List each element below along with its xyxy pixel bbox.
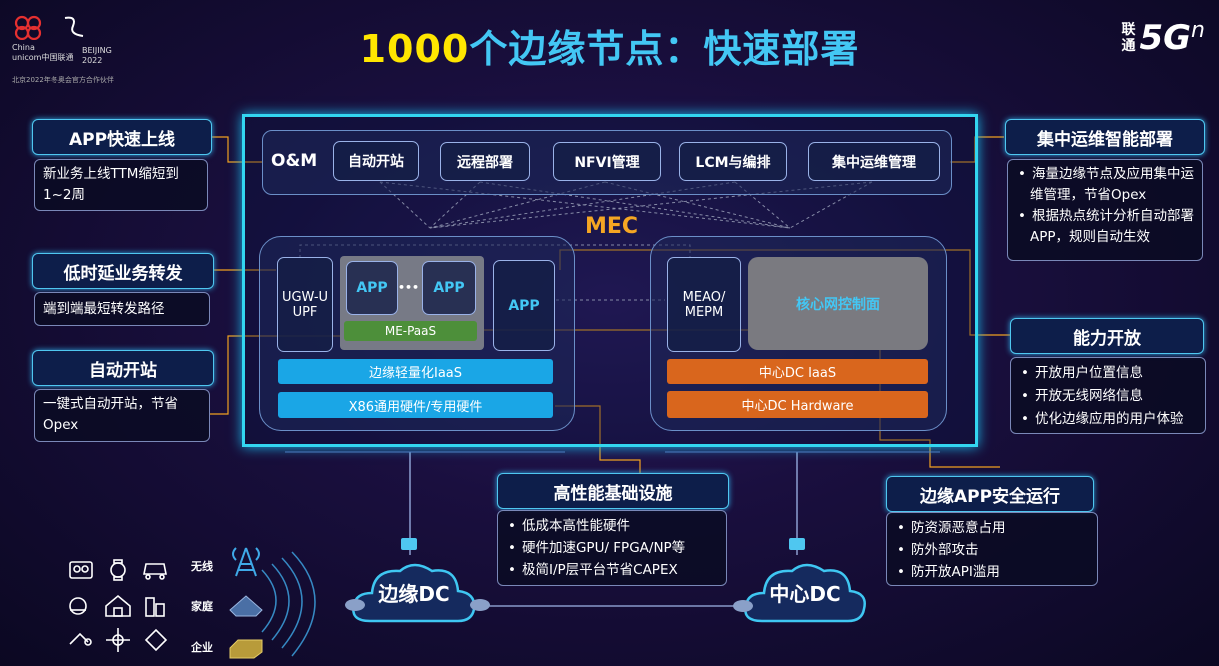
edge-dc-cloud[interactable]: 边缘DC — [348, 555, 480, 629]
edge-app-3[interactable]: APP — [493, 260, 555, 351]
access-home-label: 家庭 — [191, 600, 213, 613]
device-icons — [66, 558, 176, 658]
page-title: 1000个边缘节点：快速部署 — [359, 27, 860, 71]
meao-mepm-box[interactable]: MEAO/ MEPM — [667, 257, 741, 352]
home-building-icon — [229, 595, 263, 617]
om-item-nfvi[interactable]: NFVI管理 — [553, 142, 661, 181]
om-item-remote-deploy[interactable]: 远程部署 — [440, 142, 530, 181]
core-control-plane[interactable]: 核心网控制面 — [748, 257, 928, 350]
om-label: O&M — [271, 151, 318, 171]
unicom-logo: China unicom中国联通 BEIJING 2022 北京2022年冬奥会… — [12, 14, 114, 85]
card-high-perf-head: 高性能基础设施 — [497, 473, 729, 509]
access-wireless-label: 无线 — [191, 560, 213, 573]
center-hardware-bar[interactable]: 中心DC Hardware — [667, 391, 928, 418]
card-central-ops-head: 集中运维智能部署 — [1005, 119, 1205, 155]
card-app-security-body: 防资源恶意占用 防外部攻击 防开放API滥用 — [886, 512, 1098, 586]
device-grid-icon — [69, 559, 168, 652]
mec-label: MEC — [585, 214, 639, 239]
center-iaas-bar[interactable]: 中心DC IaaS — [667, 359, 928, 384]
edge-hardware-bar[interactable]: X86通用硬件/专用硬件 — [278, 392, 553, 418]
unicom-knot-icon — [14, 15, 42, 41]
center-dc-cloud[interactable]: 中心DC — [740, 555, 870, 629]
card-low-latency-body: 端到端最短转发路径 — [34, 292, 210, 326]
enterprise-building-icon — [229, 639, 263, 659]
card-app-fast-launch-body: 新业务上线TTM缩短到1~2周 — [34, 159, 208, 211]
om-bar: O&M 自动开站 远程部署 NFVI管理 LCM与编排 集中运维管理 — [262, 130, 952, 195]
router-icon — [401, 538, 417, 550]
me-paas-bar[interactable]: ME-PaaS — [344, 321, 477, 341]
card-app-security-head: 边缘APP安全运行 — [886, 476, 1094, 512]
ugw-upf-box[interactable]: UGW-U UPF — [277, 257, 333, 352]
olympic-emblem-icon — [64, 16, 83, 37]
om-item-auto-start[interactable]: 自动开站 — [333, 141, 419, 181]
om-item-central-ops[interactable]: 集中运维管理 — [808, 142, 940, 181]
edge-app-1[interactable]: APP — [346, 261, 398, 315]
card-capability-open-body: 开放用户位置信息 开放无线网络信息 优化边缘应用的用户体验 — [1010, 357, 1206, 434]
card-app-fast-launch-head: APP快速上线 — [32, 119, 212, 155]
card-low-latency-head: 低时延业务转发 — [32, 253, 214, 289]
antenna-tower-icon — [232, 547, 260, 577]
card-auto-start-body: 一键式自动开站，节省Opex — [34, 389, 210, 442]
access-enterprise-label: 企业 — [191, 641, 213, 654]
om-item-lcm[interactable]: LCM与编排 — [679, 142, 787, 181]
router-icon — [470, 599, 490, 611]
card-auto-start-head: 自动开站 — [32, 350, 214, 386]
edge-iaas-bar[interactable]: 边缘轻量化IaaS — [278, 359, 553, 384]
app-ellipsis: ••• — [398, 281, 420, 294]
edge-app-2[interactable]: APP — [422, 261, 476, 315]
card-central-ops-body: 海量边缘节点及应用集中运维管理，节省Opex 根据热点统计分析自动部署APP，规… — [1007, 159, 1203, 261]
card-capability-open-head: 能力开放 — [1010, 318, 1204, 354]
router-icon — [733, 600, 753, 612]
router-icon — [789, 538, 805, 550]
router-icon — [345, 599, 365, 611]
card-high-perf-body: 低成本高性能硬件 硬件加速GPU/ FPGA/NP等 极简I/P层平台节省CAP… — [497, 510, 727, 586]
unicom-5g-logo: 联 通 5G n — [1121, 18, 1205, 58]
